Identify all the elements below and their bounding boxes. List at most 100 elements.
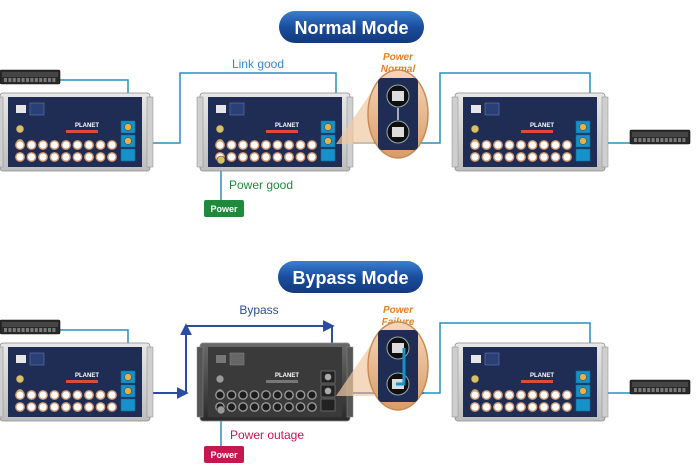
device-port: [26, 140, 37, 150]
bypass-switch-left: [0, 319, 61, 335]
device-port: [215, 390, 225, 400]
device-port: [84, 402, 94, 412]
switch-port: [8, 328, 12, 332]
device-uplink-port: [120, 148, 136, 162]
switch-port: [682, 138, 686, 142]
device-port: [95, 140, 106, 150]
normal-mode-title: Normal Mode: [279, 11, 424, 43]
device-port: [272, 140, 283, 150]
device-port: [84, 152, 94, 162]
device-port: [481, 152, 492, 162]
device-uplink-port: [320, 398, 336, 412]
switch-port: [17, 78, 21, 82]
switch-port: [647, 138, 651, 142]
switch-port: [30, 78, 34, 82]
normal-power-label: Power good: [229, 178, 293, 192]
device-port: [516, 402, 526, 412]
device-port: [562, 140, 572, 150]
switch-port: [673, 138, 677, 142]
bypass-link-label: Bypass: [239, 303, 278, 317]
switch-port: [642, 388, 646, 392]
device-port: [516, 152, 526, 162]
device-port: [249, 140, 260, 150]
device-port: [61, 402, 71, 412]
device-port: [481, 390, 492, 400]
bypass-switch-right: [629, 379, 691, 395]
device-port: [504, 152, 515, 162]
device-port: [238, 402, 248, 412]
device-uplink-port: [575, 398, 591, 412]
normal-switch-left: [0, 69, 61, 85]
device-port: [307, 152, 317, 162]
normal-mode-title-text: Normal Mode: [294, 18, 408, 38]
switch-port: [678, 138, 681, 142]
switch-port: [34, 78, 38, 82]
normal-power-button-text: Power: [210, 204, 238, 214]
device-port: [470, 140, 480, 150]
switch-port: [651, 388, 655, 392]
switch-port: [12, 78, 16, 82]
device-port: [26, 390, 37, 400]
device-port: [562, 390, 572, 400]
device-port: [49, 140, 60, 150]
normal-device-center: PLANET: [196, 92, 354, 172]
connector-zoom-icon: [392, 91, 404, 101]
switch-port: [638, 138, 642, 142]
switch-port: [26, 328, 29, 332]
device-uplink-port: [120, 398, 136, 412]
device-brand-text: PLANET: [530, 123, 554, 129]
switch-port: [634, 138, 637, 142]
connector-zoom-icon: [392, 127, 404, 137]
switch-port: [673, 388, 677, 392]
power-supply-icon: [216, 405, 226, 415]
normal-power-button: Power: [204, 200, 244, 217]
device-port: [72, 152, 83, 162]
device-port: [493, 402, 503, 412]
device-port: [72, 140, 83, 150]
device-port: [261, 402, 271, 412]
bypass-mode-title: Bypass Mode: [278, 261, 423, 293]
device-port: [238, 140, 248, 150]
device-port: [107, 402, 117, 412]
device-port: [95, 402, 106, 412]
device-port: [562, 152, 572, 162]
device-port: [539, 140, 549, 150]
device-port: [527, 152, 538, 162]
switch-port: [43, 328, 47, 332]
device-port: [15, 390, 25, 400]
switch-port: [638, 388, 642, 392]
switch-port: [48, 328, 51, 332]
switch-port: [21, 328, 25, 332]
switch-port: [30, 328, 34, 332]
device-port: [295, 152, 306, 162]
device-port: [504, 140, 515, 150]
device-port: [107, 140, 117, 150]
bypass-power-button-text: Power: [210, 450, 238, 460]
device-port: [226, 140, 237, 150]
device-port: [284, 152, 294, 162]
device-port: [493, 140, 503, 150]
device-port: [15, 152, 25, 162]
device-power-terminal: [15, 374, 25, 384]
device-power-terminal: [215, 374, 225, 384]
switch-port: [678, 388, 681, 392]
switch-port: [664, 388, 668, 392]
device-port: [238, 390, 248, 400]
switch-port: [52, 78, 56, 82]
device-brand-text: PLANET: [275, 123, 299, 129]
device-power-terminal: [215, 124, 225, 134]
device-port: [107, 152, 117, 162]
normal-callout-line1: Power: [383, 52, 414, 63]
device-port: [493, 390, 503, 400]
device-port: [504, 390, 515, 400]
device-port: [284, 140, 294, 150]
switch-port: [39, 328, 43, 332]
device-port: [284, 402, 294, 412]
device-port: [550, 390, 561, 400]
device-port: [550, 152, 561, 162]
device-port: [550, 402, 561, 412]
device-port: [307, 402, 317, 412]
device-port: [15, 402, 25, 412]
